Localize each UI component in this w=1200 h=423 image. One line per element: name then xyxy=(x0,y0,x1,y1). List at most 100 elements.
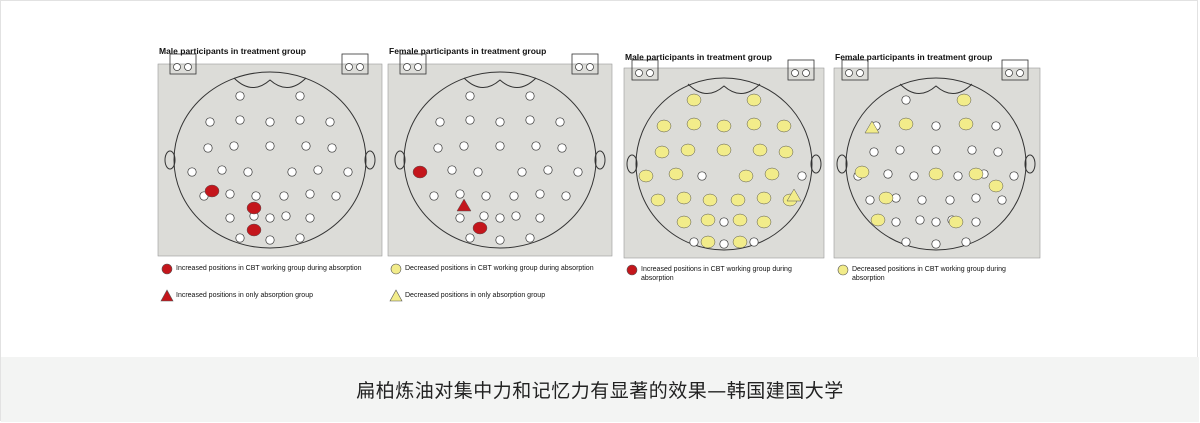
highlighted-electrode xyxy=(756,191,772,205)
electrode xyxy=(465,91,475,101)
electrode xyxy=(279,191,289,201)
highlighted-electrode xyxy=(764,167,780,181)
highlighted-electrode xyxy=(732,213,748,227)
panel-1-legend-2: Increased positions in only absorption g… xyxy=(176,292,313,299)
electrode xyxy=(525,91,535,101)
electrode xyxy=(495,141,505,151)
electrode xyxy=(495,213,505,223)
electrode xyxy=(243,167,253,177)
electrode xyxy=(883,169,893,179)
highlighted-electrode xyxy=(776,119,792,133)
electrode xyxy=(455,213,465,223)
highlighted-electrode xyxy=(638,169,654,183)
electrode xyxy=(917,195,927,205)
electrode xyxy=(953,171,963,181)
electrode xyxy=(225,189,235,199)
legend-circle-icon xyxy=(837,264,849,276)
electrode xyxy=(961,237,971,247)
caption-text: 扁柏炼油对集中力和记忆力有显著的效果—韩国建国大学 xyxy=(356,380,844,402)
highlighted-electrode-triangle xyxy=(456,198,472,212)
electrode xyxy=(313,165,323,175)
highlighted-electrode xyxy=(656,119,672,133)
electrode xyxy=(235,115,245,125)
caption-bar: 扁柏炼油对集中力和记忆力有显著的效果—韩国建国大学 xyxy=(1,357,1199,422)
legend-circle-icon xyxy=(626,264,638,276)
legend-triangle-icon xyxy=(160,289,174,302)
highlighted-electrode xyxy=(948,215,964,229)
highlighted-electrode xyxy=(928,167,944,181)
panel-1-title: Male participants in treatment group xyxy=(159,46,306,56)
electrode xyxy=(187,167,197,177)
panel-2-background xyxy=(387,63,613,257)
electrode xyxy=(931,239,941,249)
highlighted-electrode xyxy=(246,201,262,215)
electrode xyxy=(869,147,879,157)
legend-triangle-icon xyxy=(389,289,403,302)
electrode xyxy=(901,237,911,247)
highlighted-electrode xyxy=(668,167,684,181)
highlighted-electrode xyxy=(968,167,984,181)
panel-2-legend-2: Decreased positions in only absorption g… xyxy=(405,292,546,299)
electrode xyxy=(295,233,305,243)
electrode xyxy=(561,191,571,201)
electrode xyxy=(931,121,941,131)
electrode xyxy=(301,141,311,151)
electrode xyxy=(479,211,489,221)
electrode xyxy=(235,91,245,101)
electrode xyxy=(343,167,353,177)
electrode xyxy=(719,217,729,227)
highlighted-electrode xyxy=(472,221,488,235)
highlighted-electrode xyxy=(702,193,718,207)
electrode xyxy=(525,233,535,243)
electrode xyxy=(459,141,469,151)
electrode xyxy=(909,171,919,181)
legend-circle-icon xyxy=(161,263,173,275)
head-map-3 xyxy=(626,59,822,251)
electrode xyxy=(433,143,443,153)
electrode xyxy=(225,213,235,223)
highlighted-electrode xyxy=(716,143,732,157)
electrode xyxy=(473,167,483,177)
electrode xyxy=(689,237,699,247)
electrode xyxy=(495,235,505,245)
highlighted-electrode xyxy=(686,117,702,131)
legend-circle-icon xyxy=(390,263,402,275)
electrode xyxy=(993,147,1003,157)
highlighted-electrode-triangle xyxy=(786,188,802,202)
highlighted-electrode xyxy=(756,215,772,229)
panel-3-legend-1: Increased positions in CBT working group… xyxy=(641,266,792,282)
highlighted-electrode xyxy=(898,117,914,131)
electrode xyxy=(697,171,707,181)
electrode xyxy=(967,145,977,155)
eeg-figure: Male participants in treatment group Fem… xyxy=(157,46,1041,302)
electrode xyxy=(251,191,261,201)
highlighted-electrode xyxy=(686,93,702,107)
electrode xyxy=(865,195,875,205)
electrode xyxy=(435,117,445,127)
electrode xyxy=(557,143,567,153)
electrode xyxy=(891,217,901,227)
electrode xyxy=(931,145,941,155)
highlighted-electrode xyxy=(958,117,974,131)
panel-4-legend-1: Decreased positions in CBT working group… xyxy=(852,266,1006,282)
electrode xyxy=(287,167,297,177)
electrode xyxy=(229,141,239,151)
electrode xyxy=(481,191,491,201)
electrode xyxy=(327,143,337,153)
electrode xyxy=(517,167,527,177)
electrode xyxy=(531,141,541,151)
electrode xyxy=(719,239,729,249)
electrode xyxy=(203,143,213,153)
panel-4-title: Female participants in treatment group xyxy=(835,52,993,62)
panel-2-title: Female participants in treatment group xyxy=(389,46,547,56)
electrode xyxy=(931,217,941,227)
highlighted-electrode xyxy=(738,169,754,183)
head-map-4 xyxy=(836,59,1036,251)
electrode xyxy=(265,213,275,223)
electrode xyxy=(295,91,305,101)
electrode xyxy=(455,189,465,199)
electrode xyxy=(295,115,305,125)
highlighted-electrode xyxy=(730,193,746,207)
electrode xyxy=(535,213,545,223)
highlighted-electrode xyxy=(246,223,262,237)
